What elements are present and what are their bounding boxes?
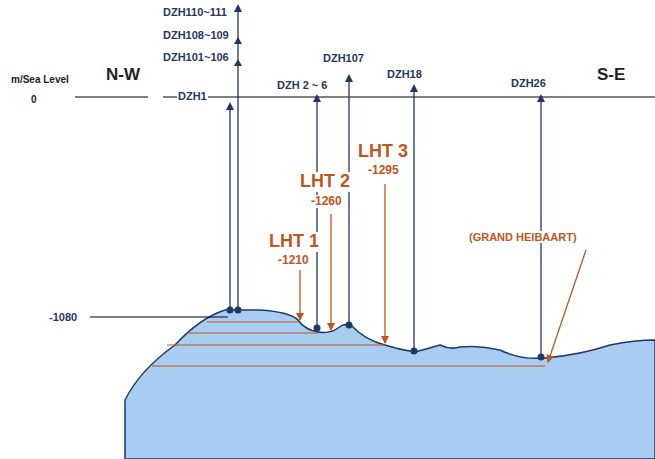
well-label: DZH110~111: [162, 6, 228, 18]
well-label: DZH 2 ~ 6: [276, 79, 328, 91]
leader-line: [90, 317, 228, 318]
well-label: DZH108~109: [162, 29, 230, 41]
well-label: DZH107: [322, 52, 365, 64]
depth-value: -1080: [48, 311, 78, 323]
depth-value: -1260: [310, 195, 343, 208]
salt-dome: [125, 310, 655, 459]
depth-value: -1295: [367, 164, 400, 177]
horizon-name: LHT 3: [357, 142, 409, 162]
horizon-name: LHT 2: [299, 172, 351, 192]
well-label: DZH18: [386, 68, 423, 80]
sea-level-line: [163, 97, 655, 98]
horizon-arrows: [300, 184, 586, 362]
well-label: DZH101~106: [162, 51, 230, 63]
direction-label: N-W: [105, 66, 141, 85]
axis-label: m/Sea Level: [10, 74, 70, 85]
horizon-lines: [152, 322, 545, 366]
direction-label: S-E: [596, 66, 626, 85]
axis-value: 0: [30, 94, 38, 105]
well-label: DZH1: [177, 90, 208, 102]
well-label: DZH26: [510, 77, 547, 89]
wells: [227, 8, 545, 361]
sea-level-line: [75, 97, 148, 98]
area-name: (GRAND HEIBAART): [468, 231, 578, 243]
depth-value: -1210: [277, 254, 310, 267]
horizon-name: LHT 1: [268, 232, 320, 252]
